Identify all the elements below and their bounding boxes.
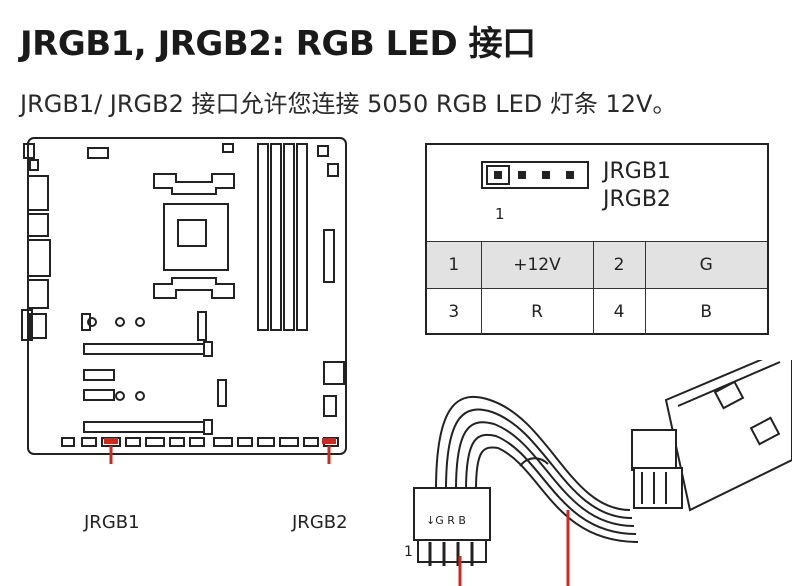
- motherboard-diagram: [21, 137, 347, 464]
- connector-name-jrgb2: JRGB2: [603, 187, 671, 212]
- pin-table: 1 +12V 2 G 3 R 4 B: [427, 241, 767, 335]
- cable-pin1-mark: 1: [404, 544, 413, 560]
- pin-number: 2: [592, 241, 646, 289]
- pin-signal: +12V: [480, 241, 594, 289]
- connector-name-jrgb1: JRGB1: [603, 159, 671, 184]
- pin-signal: G: [644, 241, 767, 289]
- pin-number: 4: [592, 288, 646, 335]
- jrgb1-header-marker: [104, 438, 118, 444]
- plug-label: ↓G R B: [426, 514, 466, 527]
- page-title: JRGB1, JRGB2: RGB LED 接口: [20, 24, 536, 64]
- jrgb2-header-marker: [322, 438, 336, 444]
- jrgb1-label: JRGB1: [84, 512, 140, 533]
- pin-definition-panel: JRGB1 JRGB2 1 1 +12V 2 G 3 R 4 B: [425, 143, 769, 335]
- table-row: 3 R 4 B: [427, 288, 767, 335]
- page-description: JRGB1/ JRGB2 接口允许您连接 5050 RGB LED 灯条 12V…: [20, 90, 677, 118]
- pin1-mark: 1: [495, 205, 505, 223]
- pin-signal: B: [644, 288, 767, 335]
- pin-signal: R: [480, 288, 594, 335]
- pin-number: 3: [427, 288, 482, 335]
- rgb-cable-illustration: ↓G R B 1: [404, 360, 792, 586]
- table-row: 1 +12V 2 G: [427, 241, 767, 289]
- jrgb2-label: JRGB2: [292, 512, 348, 533]
- pin-number: 1: [427, 241, 482, 289]
- header-pins-icon: [481, 161, 589, 189]
